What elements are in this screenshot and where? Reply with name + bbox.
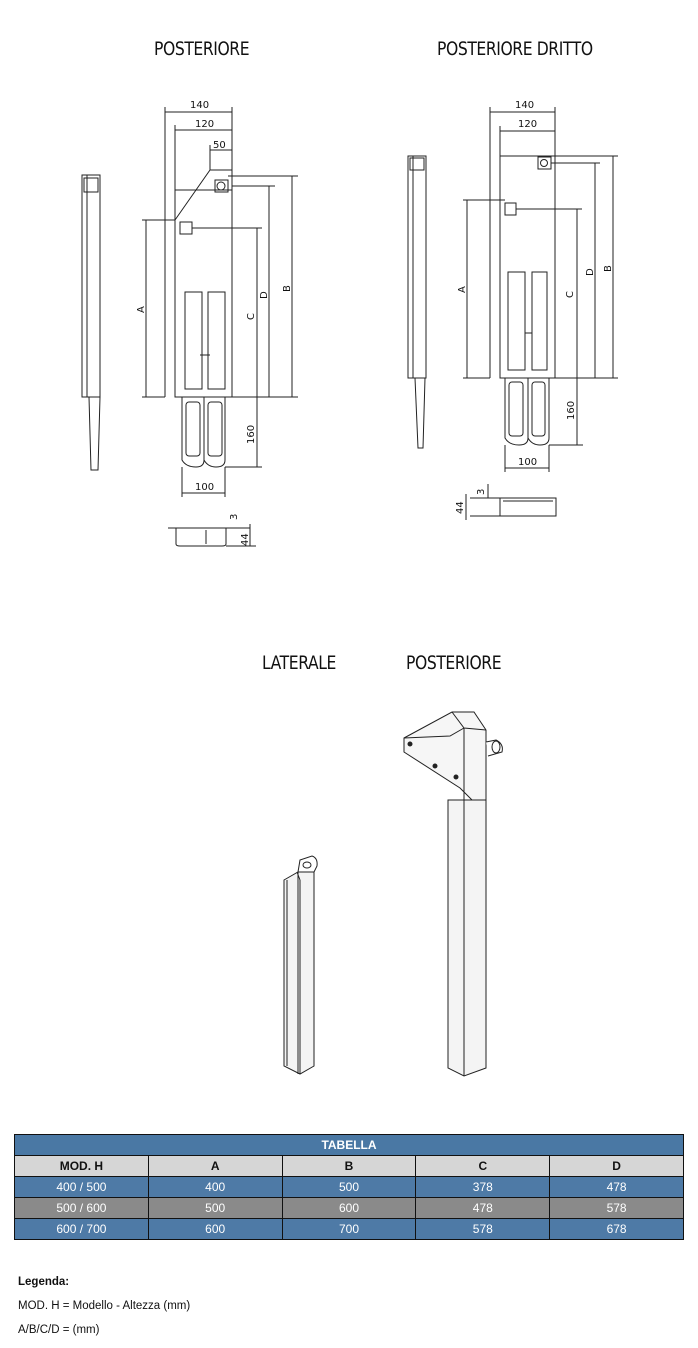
- table-header-row: MOD. H A B C D: [14, 1155, 684, 1177]
- table-cell: 400 / 500: [14, 1176, 149, 1198]
- dim-c: C: [565, 291, 576, 298]
- dim-b: B: [603, 265, 614, 272]
- dim-d: D: [259, 291, 270, 299]
- dim-100: 100: [195, 482, 214, 493]
- dims-posteriore: 140 120 50 100 B D C A 160 3 44: [136, 100, 293, 546]
- table-row: 400 / 500 400 500 378 478: [14, 1176, 684, 1198]
- dim-120: 120: [518, 119, 537, 130]
- table-caption: TABELLA: [14, 1134, 684, 1156]
- view-title-posteriore-3d: POSTERIORE: [406, 652, 502, 674]
- table-cell: 578: [415, 1218, 551, 1240]
- spec-table: TABELLA MOD. H A B C D 400 / 500 400 500…: [14, 1134, 684, 1240]
- dim-44: 44: [455, 501, 466, 514]
- table-cell: 478: [415, 1197, 551, 1219]
- drawing-posteriore-3d: [403, 711, 503, 1077]
- legend-line: MOD. H = Modello - Altezza (mm): [18, 1300, 191, 1312]
- table-cell: 400: [147, 1176, 283, 1198]
- legend-line: A/B/C/D = (mm): [18, 1324, 100, 1336]
- view-title-laterale: LATERALE: [262, 652, 336, 674]
- table-cell: 478: [549, 1176, 684, 1198]
- dim-50: 50: [213, 140, 226, 151]
- drawing-laterale-3d: [283, 855, 318, 1075]
- dim-3: 3: [476, 489, 487, 495]
- table-cell: 600 / 700: [14, 1218, 149, 1240]
- dim-100: 100: [518, 457, 537, 468]
- drawing-posteriore-dritto: [407, 107, 618, 520]
- technical-drawings: 140 120 50 100 B D C A 160 3 44: [81, 100, 618, 1077]
- view-title-posteriore-top: POSTERIORE: [154, 38, 250, 60]
- dim-d: D: [585, 268, 596, 276]
- dim-a: A: [457, 286, 468, 293]
- table-cell: 500: [281, 1176, 417, 1198]
- dim-44: 44: [240, 533, 251, 546]
- table-cell: 600: [281, 1197, 417, 1219]
- table-cell: 378: [415, 1176, 551, 1198]
- dim-140: 140: [190, 100, 209, 111]
- table-cell: 500: [147, 1197, 283, 1219]
- dim-3: 3: [229, 514, 240, 520]
- table-header: A: [147, 1155, 283, 1177]
- table-cell: 700: [281, 1218, 417, 1240]
- legend-heading: Legenda:: [18, 1276, 70, 1288]
- dim-160: 160: [246, 425, 257, 444]
- dim-140: 140: [515, 100, 534, 111]
- table-row: 500 / 600 500 600 478 578: [14, 1197, 684, 1219]
- dim-160: 160: [566, 401, 577, 420]
- table-cell: 578: [549, 1197, 684, 1219]
- table-row: 600 / 700 600 700 578 678: [14, 1218, 684, 1240]
- table-cell: 500 / 600: [14, 1197, 149, 1219]
- table-header: MOD. H: [14, 1155, 149, 1177]
- dim-120: 120: [195, 119, 214, 130]
- table-header: B: [281, 1155, 417, 1177]
- view-title-posteriore-dritto: POSTERIORE DRITTO: [437, 38, 593, 60]
- table-header: D: [549, 1155, 684, 1177]
- table-header: C: [415, 1155, 551, 1177]
- legend: Legenda: MOD. H = Modello - Altezza (mm)…: [18, 1270, 190, 1342]
- table-cell: 678: [549, 1218, 684, 1240]
- drawing-posteriore: [81, 107, 298, 547]
- dim-a: A: [136, 306, 147, 313]
- table-cell: 600: [147, 1218, 283, 1240]
- dim-b: B: [282, 285, 293, 292]
- dims-posteriore-dritto: 140 120 100 B D C A 160 3 44: [455, 100, 614, 514]
- dim-c: C: [246, 313, 257, 320]
